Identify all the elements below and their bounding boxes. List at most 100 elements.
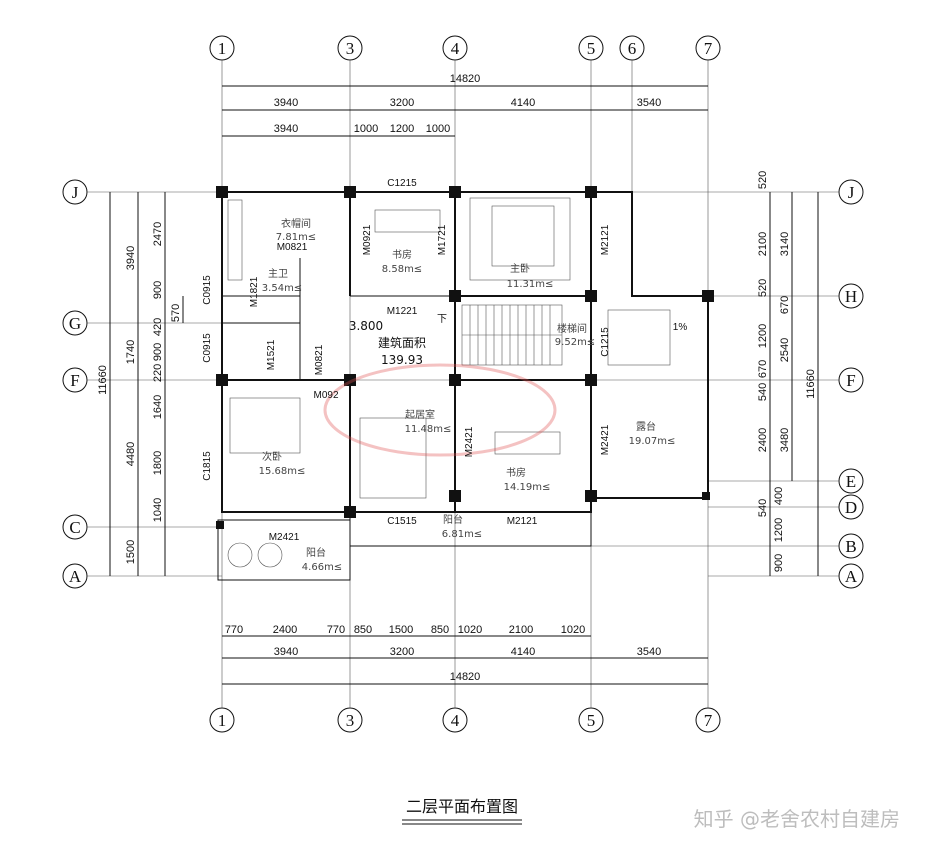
opening-M1521: M1521 bbox=[266, 339, 277, 370]
dim-right-in-1: 520 bbox=[757, 171, 769, 189]
dim-bottom-row2-b: 3200 bbox=[390, 646, 414, 658]
axis-top-6: 6 bbox=[628, 39, 637, 58]
dim-left-small-1: 570 bbox=[170, 304, 182, 322]
dim-top-row2-a: 3940 bbox=[274, 123, 298, 135]
dim-bottom-row2-c: 4140 bbox=[511, 646, 535, 658]
axis-left-G: G bbox=[69, 314, 81, 333]
axis-left-F: F bbox=[70, 371, 79, 390]
dim-top-total: 14820 bbox=[450, 73, 481, 85]
opening-M2421-right: M2421 bbox=[600, 424, 611, 455]
dim-top-row2-c: 1200 bbox=[390, 123, 414, 135]
axis-right-B: B bbox=[845, 537, 856, 556]
dim-lines-left bbox=[109, 192, 184, 576]
dim-left-mid-8: 1040 bbox=[152, 498, 164, 522]
room-area-wardrobe: 7.81m≤ bbox=[276, 232, 316, 243]
room-area-master-bedroom: 11.31m≤ bbox=[507, 279, 554, 290]
dim-right-in-8: 540 bbox=[757, 499, 769, 517]
dim-left-mid-4: 900 bbox=[152, 343, 164, 361]
axis-bottom-3: 3 bbox=[346, 711, 355, 730]
room-area-study-2: 14.19m≤ bbox=[504, 482, 551, 493]
dim-right-in-2: 2100 bbox=[757, 232, 769, 256]
room-area-study-1: 8.58m≤ bbox=[382, 264, 422, 275]
dim-bottom-3: 770 bbox=[327, 624, 345, 636]
axis-bottom-7: 7 bbox=[704, 711, 713, 730]
axis-top-3: 3 bbox=[346, 39, 355, 58]
room-name-study-1: 书房 bbox=[392, 248, 412, 261]
dim-right-in-10: 1200 bbox=[773, 518, 785, 542]
axis-right-J: J bbox=[848, 183, 855, 202]
opening-M1821: M1821 bbox=[249, 276, 260, 307]
room-area-second-bedroom: 15.68m≤ bbox=[259, 466, 306, 477]
slope-mark: 1% bbox=[673, 322, 688, 333]
dim-bottom-7: 1020 bbox=[458, 624, 482, 636]
dim-right-total: 11660 bbox=[805, 369, 817, 399]
stamp-watermark bbox=[323, 363, 557, 457]
dim-left-mid-1: 2470 bbox=[152, 222, 164, 246]
axis-bubbles-left: J G F C A bbox=[62, 179, 88, 589]
room-labels: 衣帽间 7.81m≤ 书房 8.58m≤ 主卧 11.31m≤ 主卫 3.54m… bbox=[259, 217, 676, 573]
room-name-balcony-1: 阳台 bbox=[443, 513, 463, 526]
axis-left-C: C bbox=[69, 518, 80, 537]
dim-left-mid-3: 420 bbox=[152, 318, 164, 336]
opening-M0821-b: M0821 bbox=[314, 344, 325, 375]
room-name-master-bedroom: 主卧 bbox=[510, 262, 530, 275]
room-area-stairwell: 9.52m≤ bbox=[555, 337, 595, 348]
room-area-living: 11.48m≤ bbox=[405, 424, 452, 435]
dim-right-in-6: 540 bbox=[757, 383, 769, 401]
dim-top-row1-a: 3940 bbox=[274, 97, 298, 109]
dim-lines-bottom bbox=[222, 635, 708, 685]
dim-bottom-2: 2400 bbox=[273, 624, 297, 636]
dim-lines-right bbox=[769, 192, 819, 576]
dim-bottom-6: 850 bbox=[431, 624, 449, 636]
dim-bottom-row2-a: 3940 bbox=[274, 646, 298, 658]
columns bbox=[216, 186, 714, 529]
opening-M1721: M1721 bbox=[437, 224, 448, 255]
room-name-balcony-2: 阳台 bbox=[306, 546, 326, 559]
dim-top-row1-c: 4140 bbox=[511, 97, 535, 109]
dim-bottom-5: 1500 bbox=[389, 624, 413, 636]
dim-right-in-7: 2400 bbox=[757, 428, 769, 452]
axis-lines bbox=[87, 60, 839, 708]
furniture bbox=[227, 197, 671, 568]
dim-left-mid-2: 900 bbox=[152, 281, 164, 299]
dim-left-total: 11660 bbox=[97, 365, 109, 395]
stair bbox=[461, 304, 563, 366]
opening-C0915-b: C0915 bbox=[202, 333, 213, 363]
axis-right-H: H bbox=[845, 287, 857, 306]
dim-top-row2-b: 1000 bbox=[354, 123, 378, 135]
room-name-master-bath: 主卫 bbox=[268, 268, 288, 280]
axis-bubbles-bottom: 1 3 4 5 7 bbox=[209, 707, 721, 733]
opening-M0921: M0921 bbox=[362, 224, 373, 255]
opening-M2121-bottom: M2121 bbox=[507, 516, 538, 527]
dim-top-row2-d: 1000 bbox=[426, 123, 450, 135]
dim-right-in-3: 520 bbox=[757, 279, 769, 297]
dim-bottom-4: 850 bbox=[354, 624, 372, 636]
room-name-living: 起居室 bbox=[405, 408, 435, 421]
dim-right-mid-3: 2540 bbox=[779, 338, 791, 362]
room-name-wardrobe: 衣帽间 bbox=[281, 217, 311, 230]
area-value: 139.93 bbox=[381, 353, 423, 367]
room-name-study-2: 书房 bbox=[506, 466, 526, 479]
dim-left-mid-6: 1640 bbox=[152, 395, 164, 419]
opening-C1215-top: C1215 bbox=[387, 178, 417, 189]
dim-right-in-5: 670 bbox=[757, 360, 769, 378]
area-label: 建筑面积 bbox=[378, 335, 426, 350]
opening-C1815: C1815 bbox=[202, 451, 213, 481]
opening-M2421-mid: M2421 bbox=[464, 426, 475, 457]
axis-top-4: 4 bbox=[451, 39, 460, 58]
dim-right-mid-1: 3140 bbox=[779, 232, 791, 256]
room-area-balcony-1: 6.81m≤ bbox=[442, 529, 482, 540]
dim-left-outer-2: 1740 bbox=[125, 340, 137, 364]
dim-bottom-8: 2100 bbox=[509, 624, 533, 636]
dim-left-mid-5: 220 bbox=[152, 364, 164, 382]
axis-right-D: D bbox=[845, 498, 857, 517]
dim-right-mid-2: 670 bbox=[779, 296, 791, 314]
axis-right-E: E bbox=[846, 472, 856, 491]
room-name-second-bedroom: 次卧 bbox=[262, 450, 282, 463]
room-name-stairwell: 楼梯间 bbox=[557, 322, 587, 335]
stair-down-mark: 下 bbox=[437, 314, 447, 325]
dim-right-in-11: 900 bbox=[773, 554, 785, 572]
watermark-text: 知乎 @老舍农村自建房 bbox=[694, 807, 900, 831]
dim-left-outer-1: 3940 bbox=[125, 246, 137, 270]
